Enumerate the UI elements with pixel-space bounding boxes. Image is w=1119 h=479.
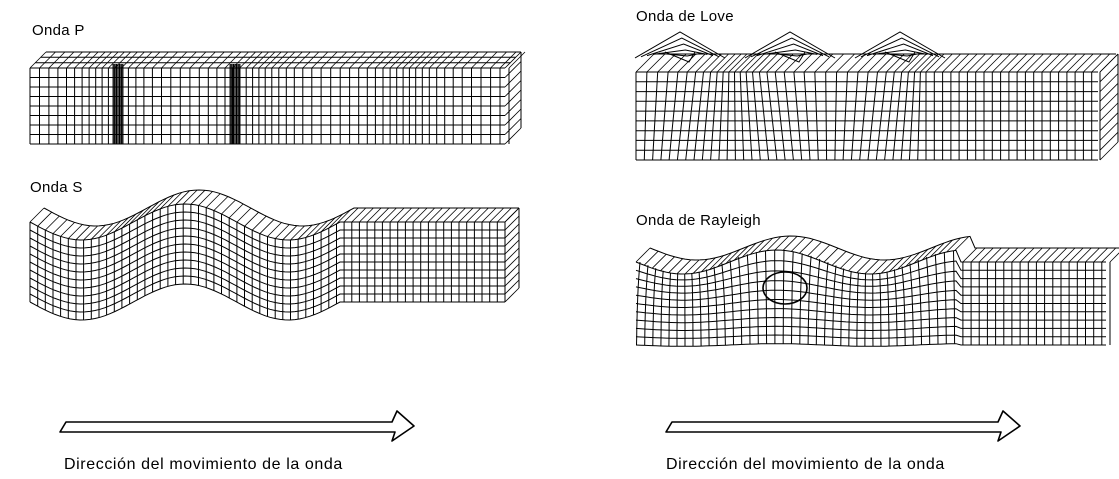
direction-arrow-left: [59, 410, 415, 442]
p-wave-label: Onda P: [32, 22, 85, 39]
rayleigh-wave-label: Onda de Rayleigh: [636, 212, 761, 229]
direction-caption-right: Dirección del movimiento de la onda: [666, 456, 945, 473]
direction-arrow-right: [665, 410, 1021, 442]
direction-caption-left: Dirección del movimiento de la onda: [64, 456, 343, 473]
s-wave-label: Onda S: [30, 179, 83, 196]
love-wave-label: Onda de Love: [636, 8, 734, 25]
